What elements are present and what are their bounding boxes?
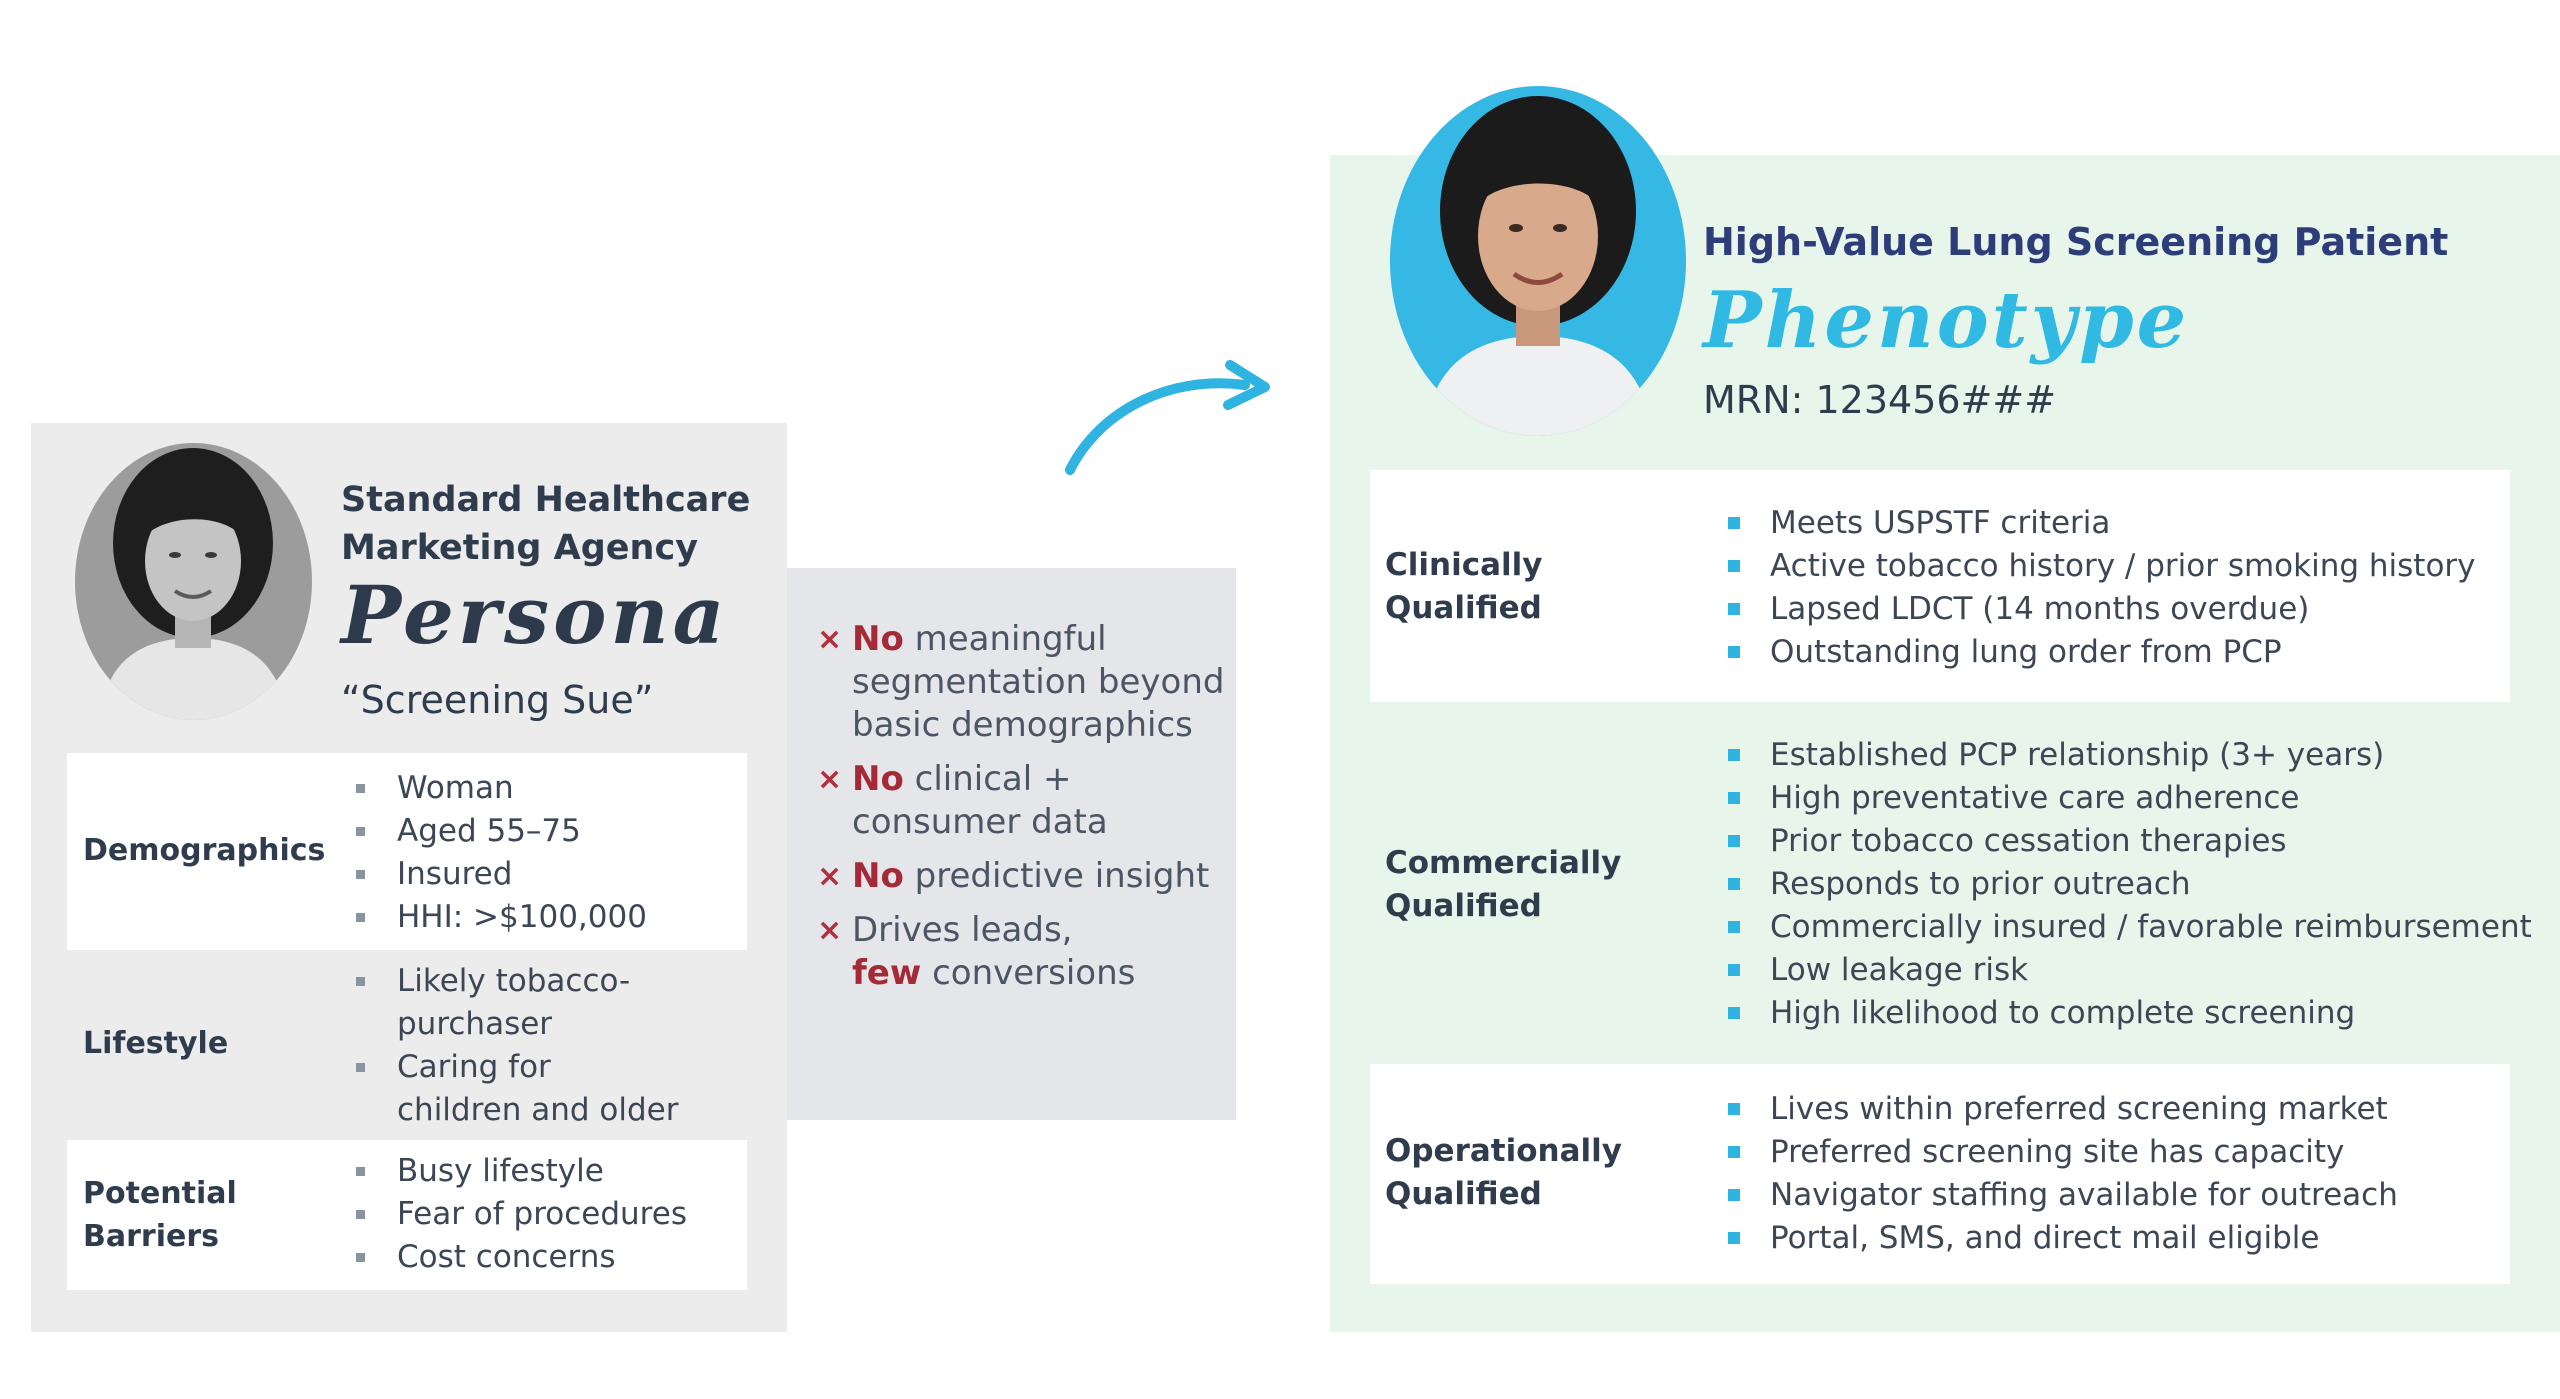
list-item: Meets USPSTF criteria: [1725, 502, 2476, 545]
persona-section-demographics: Demographics Woman Aged 55–75 Insured HH…: [67, 753, 747, 950]
qualification-commercial: Commercially Qualified Established PCP r…: [1370, 702, 2532, 1064]
list-item: Prior tobacco cessation therapies: [1725, 820, 2532, 863]
curved-arrow-icon: [1065, 360, 1270, 475]
woman-portrait-icon: [1390, 86, 1686, 436]
section-label: Operationally Qualified: [1385, 1133, 1622, 1212]
section-label: Commercially Qualified: [1385, 845, 1622, 924]
list-item: Insured: [352, 853, 647, 896]
list-item: Low leakage risk: [1725, 949, 2532, 992]
persona-nickname: “Screening Sue”: [341, 678, 654, 722]
section-label: Lifestyle: [83, 1026, 229, 1061]
list-item: HHI: >$100,000: [352, 896, 647, 939]
limitation-item: × No meaningful segmentation beyond basi…: [817, 619, 1225, 745]
persona-section-barriers: Potential Barriers Busy lifestyle Fear o…: [67, 1140, 747, 1290]
persona-section-lifestyle: Lifestyle Likely tobacco-purchaser Carin…: [67, 950, 747, 1171]
list-item: Lapsed LDCT (14 months overdue): [1725, 588, 2476, 631]
phenotype-title: High-Value Lung Screening Patient: [1703, 220, 2449, 264]
section-label: Potential Barriers: [83, 1176, 237, 1254]
limitations-callout: × No meaningful segmentation beyond basi…: [787, 568, 1236, 1120]
list-item: High likelihood to complete screening: [1725, 992, 2532, 1035]
x-mark-icon: ×: [817, 859, 843, 894]
list-item: Active tobacco history / prior smoking h…: [1725, 545, 2476, 588]
phenotype-photo: [1390, 86, 1686, 436]
list-item: Outstanding lung order from PCP: [1725, 631, 2476, 674]
section-label: Demographics: [83, 833, 326, 868]
list-item: Navigator staffing available for outreac…: [1725, 1174, 2398, 1217]
list-item: Woman: [352, 767, 647, 810]
list-item: Fear of procedures: [352, 1193, 687, 1236]
x-mark-icon: ×: [817, 622, 843, 657]
qualification-clinical: Clinically Qualified Meets USPSTF criter…: [1370, 470, 2510, 702]
phenotype-mrn: MRN: 123456###: [1703, 378, 2057, 422]
list-item: Likely tobacco-purchaser: [352, 960, 682, 1046]
list-item: Responds to prior outreach: [1725, 863, 2532, 906]
barriers-list: Busy lifestyle Fear of procedures Cost c…: [352, 1150, 687, 1279]
persona-script-title: Persona: [341, 568, 729, 662]
woman-portrait-grayscale-icon: [75, 443, 312, 720]
clinical-list: Meets USPSTF criteria Active tobacco his…: [1725, 502, 2476, 674]
list-item: Commercially insured / favorable reimbur…: [1725, 906, 2532, 949]
commercial-list: Established PCP relationship (3+ years) …: [1725, 734, 2532, 1035]
x-mark-icon: ×: [817, 913, 843, 948]
limitation-item: × No predictive insight: [817, 856, 1210, 896]
list-item: Busy lifestyle: [352, 1150, 687, 1193]
list-item: Preferred screening site has capacity: [1725, 1131, 2398, 1174]
list-item: Portal, SMS, and direct mail eligible: [1725, 1217, 2398, 1260]
list-item: Established PCP relationship (3+ years): [1725, 734, 2532, 777]
section-label: Clinically Qualified: [1385, 547, 1543, 626]
limitation-item: × Drives leads, few conversions: [817, 910, 1136, 993]
x-mark-icon: ×: [817, 762, 843, 797]
operational-list: Lives within preferred screening market …: [1725, 1088, 2398, 1260]
persona-photo: [75, 443, 312, 720]
persona-card: Standard Healthcare Marketing Agency Per…: [31, 423, 787, 1332]
list-item: High preventative care adherence: [1725, 777, 2532, 820]
persona-agency-title: Standard Healthcare Marketing Agency: [341, 480, 751, 568]
limitations-list: × No meaningful segmentation beyond basi…: [817, 618, 1227, 1006]
list-item: Lives within preferred screening market: [1725, 1088, 2398, 1131]
demographics-list: Woman Aged 55–75 Insured HHI: >$100,000: [352, 767, 647, 939]
limitation-item: × No clinical + consumer data: [817, 759, 1108, 842]
phenotype-script-title: Phenotype: [1703, 275, 2190, 366]
list-item: Cost concerns: [352, 1236, 687, 1279]
list-item: Aged 55–75: [352, 810, 647, 853]
qualification-operational: Operationally Qualified Lives within pre…: [1370, 1064, 2510, 1284]
